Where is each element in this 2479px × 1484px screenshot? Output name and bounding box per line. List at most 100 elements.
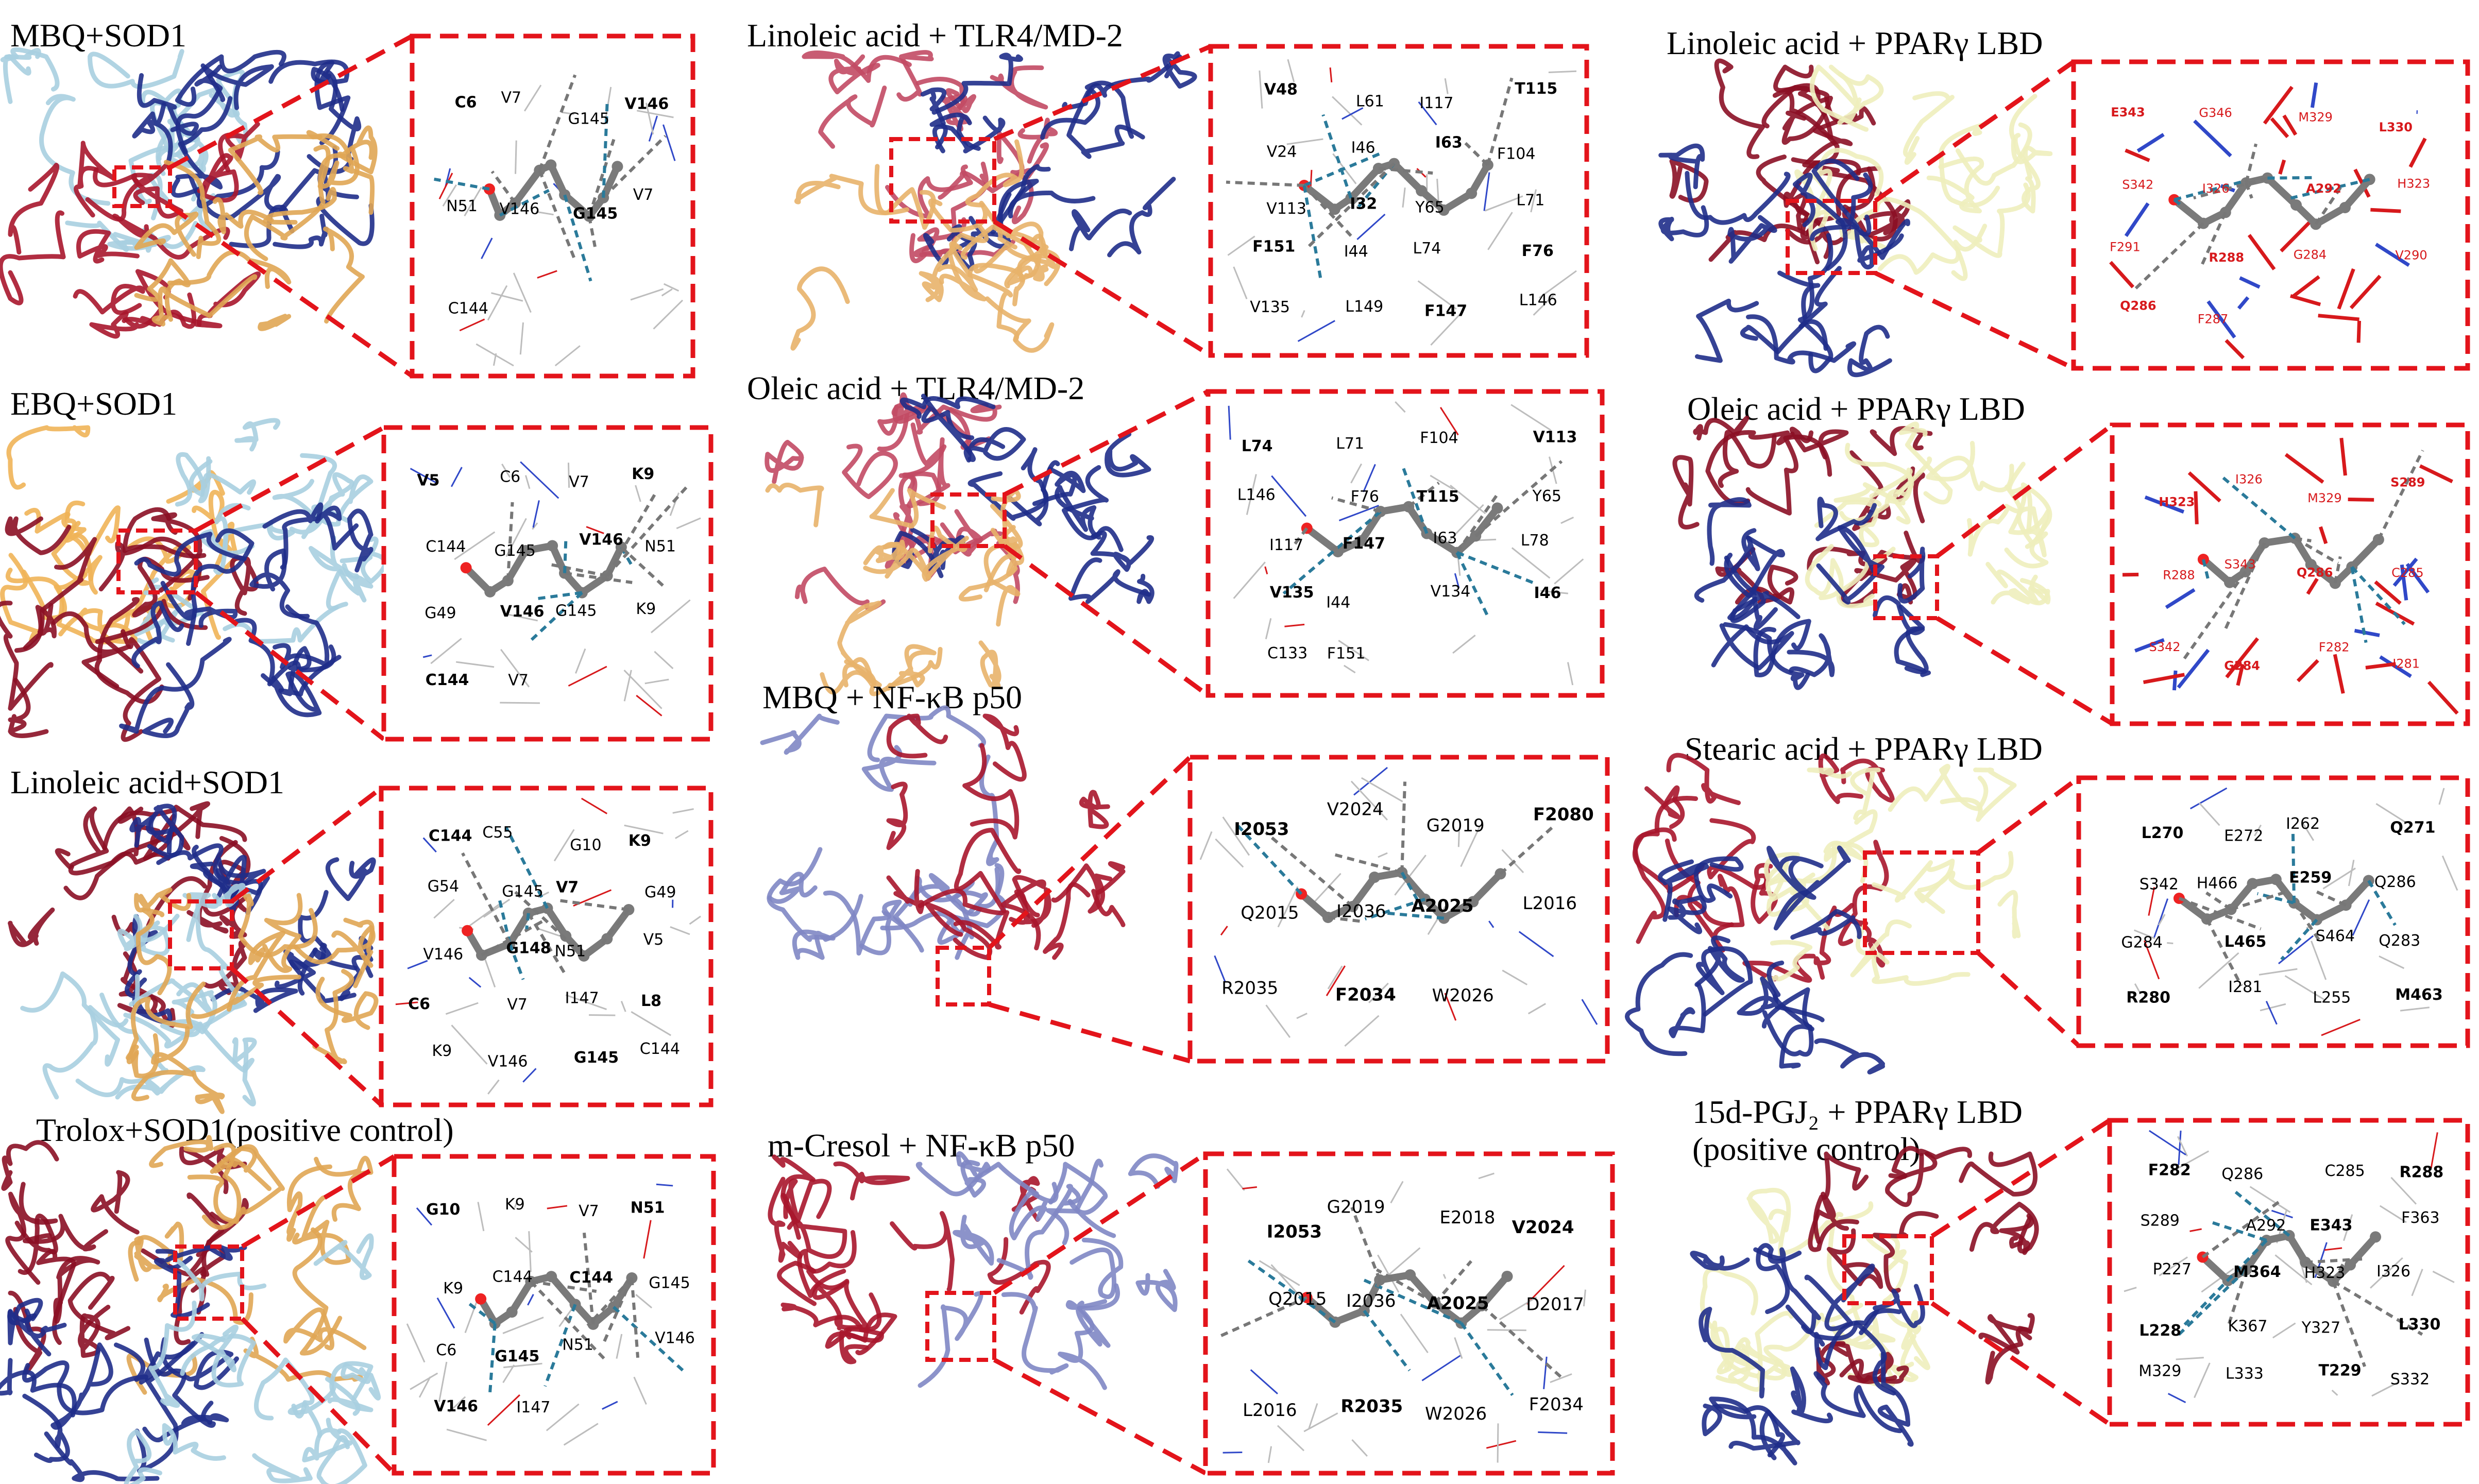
residue-wire [2167, 1393, 2186, 1404]
residue-wire [537, 270, 557, 279]
ligand-bond [2199, 1253, 2232, 1284]
residue-wire [1313, 873, 1342, 903]
residue-wire [2375, 803, 2405, 823]
ligand-bond [2341, 176, 2373, 211]
residue-label: T115 [1417, 488, 1459, 506]
residue-wire [1394, 855, 1427, 896]
interaction-line [1407, 482, 1440, 508]
ligand-bond [2347, 1233, 2380, 1269]
residue-wire [624, 824, 664, 834]
ligand-bond [1469, 870, 1504, 906]
residue-wire [2400, 564, 2408, 601]
residue-wire [464, 186, 482, 217]
residue-label: V146 [488, 1052, 528, 1070]
residue-label: W2026 [1432, 985, 1494, 1006]
residue-label: K367 [2228, 1318, 2268, 1336]
residue-wire [2133, 929, 2155, 940]
zoom-source-box [889, 137, 996, 224]
residue-wire [2427, 680, 2459, 715]
residue-wire [1344, 1015, 1380, 1047]
residue-wire [1332, 96, 1363, 126]
residue-wire [1327, 965, 1343, 990]
interaction-line [2201, 559, 2210, 582]
residue-label: M463 [2395, 986, 2442, 1004]
residue-label: G145 [574, 1049, 619, 1067]
residue-label: F282 [2148, 1162, 2191, 1180]
residue-wire [662, 124, 676, 161]
residue-label: V146 [434, 1397, 478, 1415]
residue-wire [1487, 212, 1513, 250]
residue-wire [2296, 659, 2319, 683]
residue-label: F147 [1343, 535, 1385, 553]
residue-label: F2080 [1533, 804, 1594, 825]
interaction-line [1459, 1322, 1514, 1396]
zoom-connector [1874, 270, 2075, 371]
zoom-box [381, 425, 714, 742]
residue-label: L465 [2225, 933, 2267, 951]
residue-wire [410, 468, 437, 484]
residue-wire [527, 1294, 534, 1306]
residue-label: L74 [1242, 437, 1273, 455]
residue-wire [2206, 300, 2236, 339]
residue-wire [1554, 558, 1584, 585]
residue-label: G145 [495, 1347, 539, 1366]
residue-label: K9 [505, 1196, 525, 1214]
ligand-atom [1491, 502, 1503, 514]
residue-label: N51 [446, 197, 478, 215]
panel-title: Oleic acid + TLR4/MD-2 [747, 370, 1084, 406]
residue-wire [1526, 1265, 1565, 1305]
ligand-atom [1329, 203, 1340, 215]
interaction-line [2205, 891, 2232, 911]
residue-wire [1199, 831, 1213, 860]
interaction-line [525, 913, 530, 930]
ligand-atom [1404, 1269, 1416, 1281]
residue-label: V146 [423, 946, 463, 964]
residue-label: K9 [629, 832, 651, 850]
ligand-bond [1423, 530, 1461, 556]
residue-wire [487, 285, 508, 321]
interaction-line [2193, 176, 2268, 200]
residue-wire [1511, 547, 1551, 579]
interaction-line [1328, 916, 1364, 924]
ligand-atom [460, 562, 472, 574]
interaction-line [2200, 212, 2227, 266]
residue-wire [2302, 823, 2315, 841]
protein-structure [760, 705, 1126, 960]
residue-label: V7 [507, 996, 528, 1014]
interaction-line [490, 170, 517, 204]
residue-wire [2379, 655, 2412, 678]
residue-label: M329 [2138, 1362, 2181, 1380]
interaction-line [1464, 142, 1489, 166]
ligand-atom [2270, 874, 2282, 885]
residue-wire [524, 475, 531, 489]
residue-wire [1226, 1168, 1245, 1191]
interaction-line [2245, 143, 2257, 183]
residue-wire [1338, 640, 1369, 661]
residue-label: C6 [408, 995, 430, 1013]
interaction-line [530, 1280, 597, 1293]
residue-wire [568, 666, 607, 687]
interaction-line [506, 502, 514, 581]
residue-wire [2280, 218, 2314, 252]
residue-wire [450, 467, 463, 487]
residue-wire [2124, 1287, 2137, 1292]
zoom-connector [1976, 951, 2081, 1048]
interaction-line [606, 490, 658, 577]
residue-label: I326 [2202, 181, 2230, 196]
residue-wire [2225, 637, 2260, 678]
residue-wire [616, 1334, 623, 1359]
residue-wire [2254, 824, 2262, 837]
residue-wire [1530, 189, 1537, 213]
panel-title: Linoleic acid+SOD1 [10, 764, 284, 800]
ligand-atom [1369, 872, 1381, 883]
ligand-atom [545, 159, 557, 171]
residue-wire [664, 283, 680, 292]
